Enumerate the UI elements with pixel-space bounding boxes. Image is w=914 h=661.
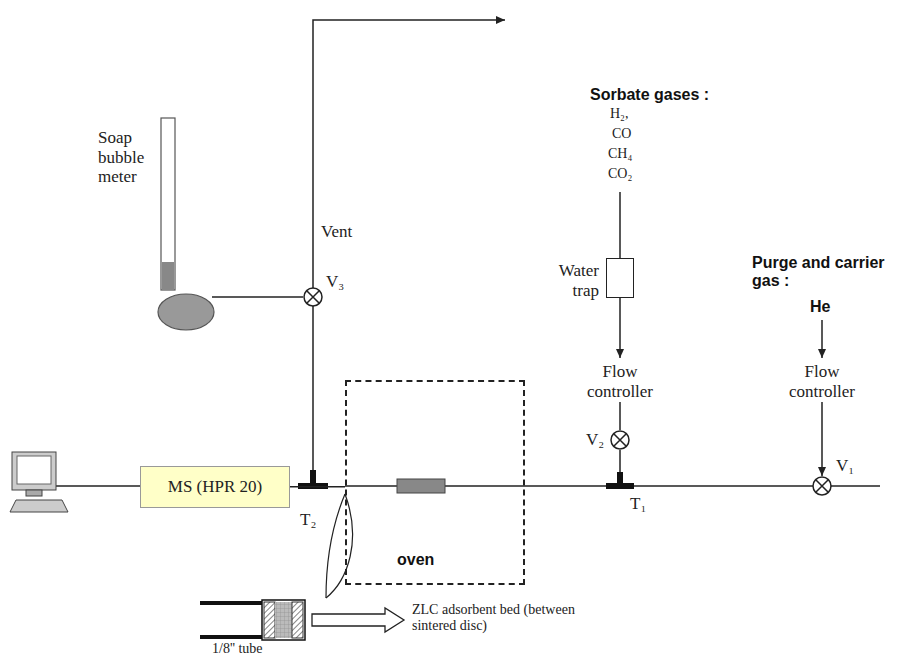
dimension-label: 1/8'' tube [212,641,263,657]
valve-label: V₂ [586,430,604,450]
controller-label: Flow controller [780,362,864,401]
group-heading: Sorbate gases : [590,86,709,104]
gas-label: He [810,298,830,316]
computer-icon [10,452,68,512]
tee-label: T₁ [630,494,646,514]
part-label: ZLC adsorbent bed (between sintered disc… [412,602,577,634]
adsorbent-column [397,479,445,493]
group-heading: Purge and carrier gas : [752,254,902,291]
node-text: Water trap [537,261,599,300]
node-text: MS (HPR 20) [155,477,275,497]
mass-spectrometer-box: MS (HPR 20) [140,466,290,508]
oven-region: oven [345,380,525,585]
pipe-connector [290,486,345,488]
valve-symbols [304,288,831,495]
tee-fittings [298,470,634,489]
water-trap-box: Water trap [606,258,634,298]
soap-bubble-meter [158,118,214,330]
gas-label: CH₄ [608,146,632,162]
gas-label: CO₂ [608,166,632,182]
gas-label: CO [612,126,631,142]
tube-inset [200,600,404,640]
pipes [56,20,880,486]
line-label: Vent [321,222,352,242]
controller-label: Flow controller [578,362,662,401]
callout-pointer [326,494,353,598]
valve-label: V₃ [326,272,344,292]
equipment-label: Soap bubble meter [98,128,158,187]
tee-label: T₂ [300,510,316,530]
gas-label: H₂, [610,106,629,122]
node-text: oven [397,551,434,569]
valve-label: V₁ [836,456,854,476]
